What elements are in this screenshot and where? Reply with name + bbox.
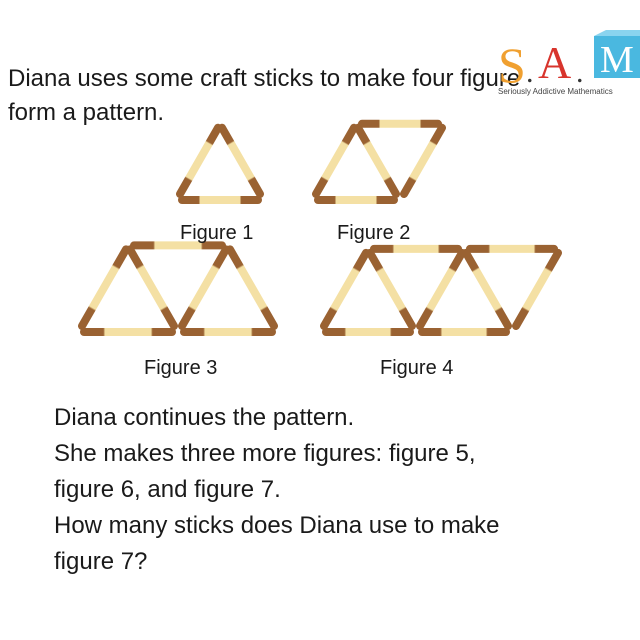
sam-logo: S . A . M Seriously Addictive Mathematic…: [498, 30, 640, 96]
question-text: Diana continues the pattern. She makes t…: [54, 400, 614, 580]
figure-3-caption: Figure 3: [144, 357, 218, 379]
figure-4-stick-1: [320, 248, 370, 330]
svg-text:.: .: [526, 56, 534, 89]
figure-3-stick-1: [78, 245, 130, 330]
intro-text: Diana uses some craft sticks to make fou…: [8, 62, 608, 130]
svg-text:S: S: [498, 37, 526, 93]
figure-2-stick-5: [400, 123, 446, 198]
svg-text:Seriously Addictive Mathematic: Seriously Addictive Mathematics: [498, 87, 613, 96]
figure-1-stick-2: [218, 123, 264, 198]
intro-line-2: form a pattern.: [8, 99, 165, 126]
figure-2-caption: Figure 2: [337, 222, 411, 244]
figure-4-stick-6: [462, 248, 512, 330]
figure-4-caption: Figure 4: [380, 357, 454, 379]
svg-text:A: A: [538, 37, 571, 88]
question-line-2: She makes three more figures: figure 5,: [54, 440, 476, 467]
figure-1-caption: Figure 1: [180, 222, 254, 244]
figure-4-stick-5: [416, 248, 466, 330]
question-line-3: figure 6, and figure 7.: [54, 476, 281, 503]
svg-text:.: .: [576, 56, 584, 89]
question-line-5: figure 7?: [54, 548, 148, 575]
figure-1-stick-1: [176, 123, 222, 198]
figure-3-stick-5: [178, 245, 230, 330]
figure-4-stick-2: [366, 248, 416, 330]
figure-3-stick-6: [226, 245, 278, 330]
svg-text:M: M: [600, 39, 634, 81]
question-line-1: Diana continues the pattern.: [54, 404, 355, 431]
question-line-4: How many sticks does Diana use to make: [54, 512, 500, 539]
figure-2-stick-2: [354, 123, 400, 198]
intro-line-1: Diana uses some craft sticks to make fou…: [8, 65, 521, 92]
figure-2-stick-1: [312, 123, 358, 198]
figure-3-stick-2: [126, 245, 178, 330]
figure-4-stick-9: [512, 248, 562, 330]
